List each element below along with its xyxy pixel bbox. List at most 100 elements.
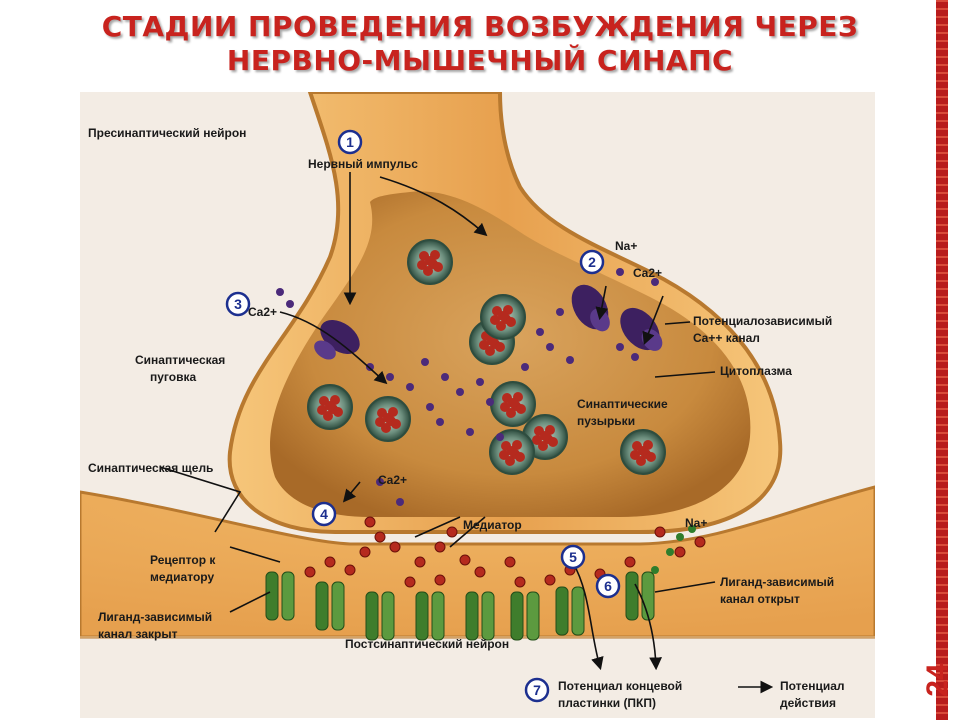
mediator-molecule bbox=[414, 556, 426, 568]
slide-number: 24 bbox=[921, 663, 954, 697]
label-synaptic-bouton-line2: пуговка bbox=[150, 370, 196, 384]
calcium-ion bbox=[616, 268, 624, 276]
label-vesicles-line1: Синаптические bbox=[577, 397, 668, 411]
mediator-molecule bbox=[304, 566, 316, 578]
mediator-molecule bbox=[654, 526, 666, 538]
calcium-ion bbox=[566, 356, 574, 364]
mediator-molecule bbox=[374, 531, 386, 543]
calcium-ion bbox=[366, 363, 374, 371]
label-ca-left: Ca2+ bbox=[248, 305, 277, 319]
receptor-channel bbox=[365, 591, 395, 641]
svg-text:2: 2 bbox=[588, 254, 596, 270]
mediator-molecule bbox=[674, 546, 686, 558]
label-na-top: Na+ bbox=[615, 239, 637, 253]
label-na-right: Na+ bbox=[685, 516, 707, 530]
label-receptor-line1: Рецептор к bbox=[150, 553, 216, 567]
svg-text:1: 1 bbox=[346, 134, 354, 150]
calcium-ion bbox=[396, 498, 404, 506]
synaptic-vesicle bbox=[489, 429, 535, 475]
calcium-ion bbox=[456, 388, 464, 396]
step-marker-2: 2 bbox=[579, 249, 605, 275]
label-vgcc-line2: Ca++ канал bbox=[693, 331, 760, 345]
calcium-ion bbox=[441, 373, 449, 381]
calcium-ion bbox=[521, 363, 529, 371]
step-marker-7: 7 bbox=[524, 677, 550, 703]
synaptic-vesicle bbox=[407, 239, 453, 285]
mediator-molecule bbox=[359, 546, 371, 558]
calcium-ion bbox=[436, 418, 444, 426]
mediator-molecule bbox=[404, 576, 416, 588]
svg-text:3: 3 bbox=[234, 296, 242, 312]
receptor-channel bbox=[265, 571, 295, 621]
label-epp-line1: Потенциал концевой bbox=[558, 679, 682, 693]
calcium-ion bbox=[556, 308, 564, 316]
calcium-ion bbox=[276, 288, 284, 296]
svg-text:4: 4 bbox=[320, 506, 328, 522]
calcium-ions bbox=[276, 258, 659, 506]
label-synaptic-cleft: Синаптическая щель bbox=[88, 461, 213, 475]
calcium-ion bbox=[286, 300, 294, 308]
mediator-molecule bbox=[324, 556, 336, 568]
mediator-molecules bbox=[304, 516, 706, 588]
synaptic-vesicle bbox=[480, 294, 526, 340]
calcium-ion bbox=[406, 383, 414, 391]
mediator-molecule bbox=[459, 554, 471, 566]
svg-text:5: 5 bbox=[569, 549, 577, 565]
label-vgcc-line1: Потенциалозависимый bbox=[693, 314, 832, 328]
sodium-ion bbox=[651, 566, 659, 574]
ligand-gated-receptors bbox=[265, 571, 655, 641]
synaptic-vesicles bbox=[307, 239, 666, 475]
synaptic-vesicle bbox=[307, 384, 353, 430]
synaptic-vesicle bbox=[490, 381, 536, 427]
postsynaptic-membrane bbox=[80, 485, 875, 639]
label-mediator: Медиатор bbox=[463, 518, 522, 532]
label-cytoplasm: Цитоплазма bbox=[720, 364, 792, 378]
mediator-molecule bbox=[694, 536, 706, 548]
svg-text:7: 7 bbox=[533, 682, 541, 698]
voltage-gated-ca-channel-left bbox=[314, 319, 360, 360]
label-ap-line2: действия bbox=[780, 696, 836, 710]
label-ca-top: Ca2+ bbox=[633, 266, 662, 280]
slide-title: СТАДИИ ПРОВЕДЕНИЯ ВОЗБУЖДЕНИЯ ЧЕРЕЗ НЕРВ… bbox=[60, 10, 900, 78]
mediator-molecule bbox=[504, 556, 516, 568]
mediator-molecule bbox=[434, 574, 446, 586]
title-line-2: НЕРВНО-МЫШЕЧНЫЙ СИНАПС bbox=[226, 44, 734, 77]
calcium-ion bbox=[651, 278, 659, 286]
sodium-ion bbox=[688, 525, 696, 533]
calcium-ion bbox=[476, 378, 484, 386]
label-ligand-closed-line1: Лиганд-зависимый bbox=[98, 610, 212, 624]
mediator-molecule bbox=[446, 526, 458, 538]
label-vesicles-line2: пузырьки bbox=[577, 414, 635, 428]
label-ligand-open-line2: канал открыт bbox=[720, 592, 800, 606]
calcium-ion bbox=[536, 328, 544, 336]
calcium-ion bbox=[496, 433, 504, 441]
label-ap-line1: Потенциал bbox=[780, 679, 845, 693]
calcium-ion bbox=[426, 403, 434, 411]
calcium-ion bbox=[486, 398, 494, 406]
label-ligand-closed-line2: канал закрыт bbox=[98, 627, 178, 641]
step-markers: 1 2 3 4 5 6 7 bbox=[225, 129, 621, 703]
mediator-molecule bbox=[514, 576, 526, 588]
mediator-molecule bbox=[624, 556, 636, 568]
mediator-molecule bbox=[434, 541, 446, 553]
calcium-ion bbox=[466, 428, 474, 436]
title-line-1: СТАДИИ ПРОВЕДЕНИЯ ВОЗБУЖДЕНИЯ ЧЕРЕЗ bbox=[101, 10, 859, 43]
sodium-ion bbox=[676, 533, 684, 541]
label-presynaptic-neuron: Пресинаптический нейрон bbox=[88, 126, 246, 140]
calcium-ion bbox=[616, 343, 624, 351]
label-receptor-line2: медиатору bbox=[150, 570, 214, 584]
calcium-ion bbox=[421, 358, 429, 366]
calcium-ion bbox=[631, 353, 639, 361]
receptor-channel bbox=[465, 591, 495, 641]
decorative-side-bar bbox=[936, 0, 948, 720]
calcium-ion bbox=[376, 478, 384, 486]
step-marker-6: 6 bbox=[595, 573, 621, 599]
mediator-molecule bbox=[544, 574, 556, 586]
receptor-channel bbox=[555, 586, 585, 636]
calcium-ion bbox=[386, 373, 394, 381]
step-marker-4: 4 bbox=[311, 501, 337, 527]
mediator-molecule bbox=[474, 566, 486, 578]
step-marker-3: 3 bbox=[225, 291, 251, 317]
